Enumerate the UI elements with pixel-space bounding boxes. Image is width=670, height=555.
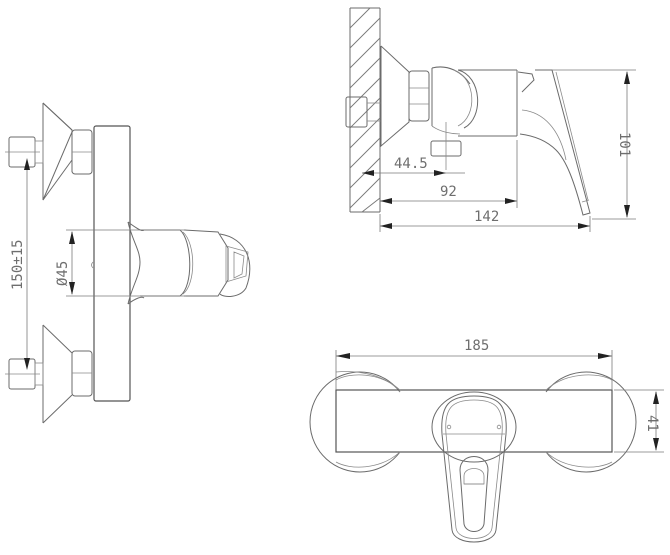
cartridge-housing <box>91 221 251 305</box>
total-width-label: 185 <box>464 338 489 354</box>
side-view: 44.5 92 142 101 <box>345 7 636 232</box>
wall-inlet <box>345 96 368 128</box>
total-depth-label: 142 <box>474 209 499 225</box>
cartridge-base <box>431 391 517 463</box>
side-body <box>430 66 518 170</box>
height-label: 101 <box>616 132 632 157</box>
top-view: 185 41 <box>309 338 664 543</box>
mixer-body <box>93 125 131 402</box>
right-escutcheon-circle <box>545 371 637 473</box>
lower-escutcheon <box>5 324 93 424</box>
dimension-height: 101 <box>552 69 636 220</box>
wall-section <box>349 7 381 213</box>
dimension-inlet-spacing: 150±15 <box>10 158 30 370</box>
upper-escutcheon <box>5 102 93 201</box>
top-lever <box>441 395 507 543</box>
side-escutcheon <box>380 45 410 148</box>
dimension-diameter: Ø45 <box>55 229 186 297</box>
dimension-body-depth: 92 <box>380 140 518 208</box>
dimension-total-width: 185 <box>335 338 613 390</box>
side-hex-nut <box>408 70 430 122</box>
front-view: Ø45 150±15 <box>5 102 251 424</box>
dimension-body-height: 41 <box>614 389 664 453</box>
inlet-spacing-label: 150±15 <box>10 239 26 290</box>
left-escutcheon-circle <box>309 371 401 473</box>
body-height-label: 41 <box>644 415 660 432</box>
outlet-offset-label: 44.5 <box>394 156 428 172</box>
side-lever <box>517 69 591 216</box>
diameter-label: Ø45 <box>55 261 71 286</box>
dimension-outlet-offset: 44.5 <box>362 156 465 176</box>
top-body <box>335 389 613 453</box>
body-depth-label: 92 <box>440 184 457 200</box>
dimension-total-depth: 142 <box>379 209 591 232</box>
